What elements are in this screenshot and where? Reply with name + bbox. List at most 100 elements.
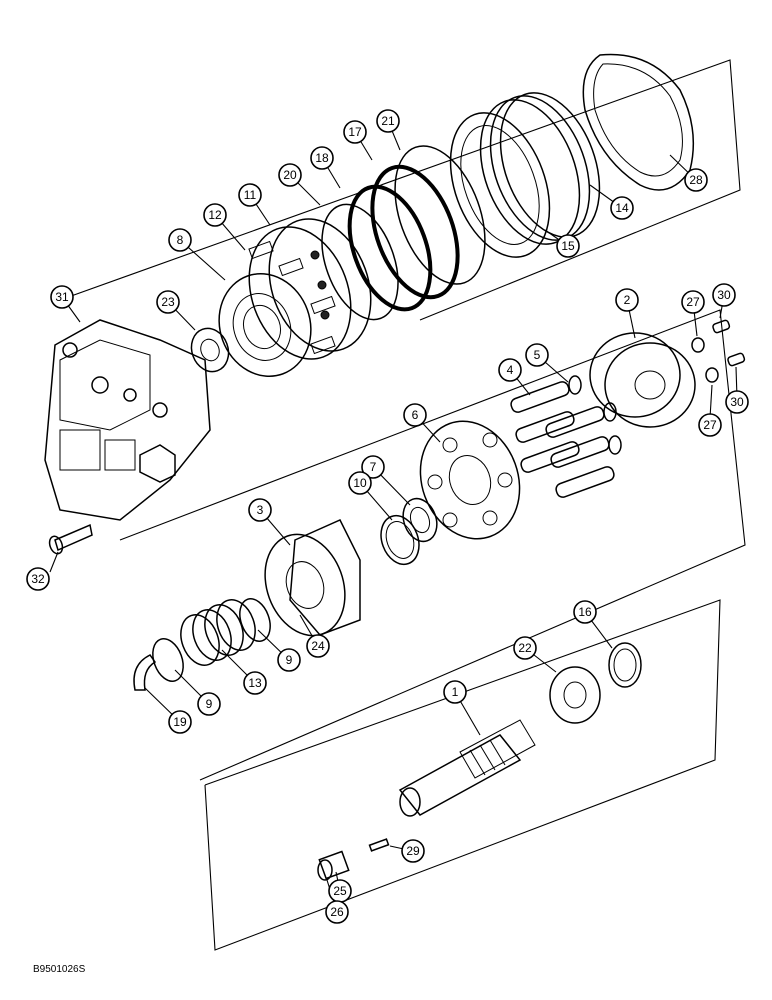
- callout-label: 29: [406, 844, 420, 858]
- callout-label: 19: [173, 715, 187, 729]
- callout: 19: [168, 710, 192, 734]
- callout-label: 15: [561, 239, 575, 253]
- callout-label: 26: [330, 905, 344, 919]
- figure-code: B9501026S: [33, 964, 86, 975]
- callout: 10: [348, 471, 372, 495]
- callout: 23: [156, 290, 180, 314]
- part-10-ring: [380, 514, 420, 566]
- callout: 25: [328, 879, 352, 903]
- callout-label: 24: [311, 639, 325, 653]
- part-6-retainer-plate: [419, 420, 521, 540]
- callout-label: 21: [381, 114, 395, 128]
- part-8-housing: [218, 273, 312, 377]
- callout-label: 32: [31, 572, 45, 586]
- callout: 32: [26, 567, 50, 591]
- callout-label: 8: [177, 233, 184, 247]
- part-9-washers: [152, 598, 271, 682]
- callout: 16: [573, 600, 597, 624]
- part-5-piston-shoes: [568, 375, 622, 455]
- callout-label: 20: [283, 168, 297, 182]
- part-12-springs: [248, 240, 336, 355]
- callout-label: 7: [370, 460, 377, 474]
- part-25-collar: [318, 850, 350, 880]
- callout-label: 27: [686, 295, 700, 309]
- part-27-shoe: [691, 337, 719, 383]
- callout: 30: [725, 390, 749, 414]
- part-11-piston: [248, 218, 372, 360]
- part-4-pistons: [510, 381, 615, 498]
- part-20-ring: [321, 203, 399, 321]
- callout: 6: [403, 403, 427, 427]
- callout-label: 25: [333, 884, 347, 898]
- part-22-bearing: [549, 666, 601, 724]
- callout: 26: [325, 900, 349, 924]
- part-17-o-ring: [370, 164, 460, 300]
- callout: 9: [277, 648, 301, 672]
- callout: 27: [698, 413, 722, 437]
- callout-label: 4: [507, 363, 514, 377]
- callout-label: 14: [615, 201, 629, 215]
- callout: 21: [376, 109, 400, 133]
- callout: 11: [238, 183, 262, 207]
- callout-label: 9: [286, 653, 293, 667]
- callout-label: 30: [730, 395, 744, 409]
- callout-label: 3: [257, 503, 264, 517]
- part-23-bearing: [190, 327, 230, 373]
- callout: 2: [615, 288, 639, 312]
- callout-label: 11: [244, 188, 257, 202]
- callout-label: 31: [55, 290, 69, 304]
- part-7-bearing: [402, 497, 438, 543]
- part-30-pin: [712, 319, 746, 367]
- callout-label: 2: [624, 293, 631, 307]
- callout: 1: [443, 680, 467, 704]
- callout: 30: [712, 283, 736, 307]
- part-3-cylinder-block: [264, 519, 361, 637]
- callout: 24: [306, 634, 330, 658]
- part-28-plate: [582, 53, 695, 191]
- part-16-seal: [608, 642, 642, 688]
- part-18-o-ring: [347, 184, 433, 312]
- callout-label: 27: [703, 418, 717, 432]
- callout-label: 10: [353, 476, 367, 490]
- callout-label: 18: [315, 151, 329, 165]
- part-15-separator-plates: [449, 112, 551, 258]
- part-32-plug: [48, 523, 93, 555]
- assembly-frame: [59, 59, 746, 951]
- callout-label: 28: [689, 173, 703, 187]
- callout-label: 30: [717, 288, 731, 302]
- callout: 13: [243, 671, 267, 695]
- part-1-shaft: [398, 719, 536, 817]
- part-26-cap: [317, 859, 333, 881]
- part-13-spring: [180, 599, 256, 666]
- callout-label: 5: [534, 348, 541, 362]
- callout-label: 22: [518, 641, 532, 655]
- callout: 8: [168, 228, 192, 252]
- part-31-motor-housing: [44, 319, 211, 521]
- callout-label: 6: [412, 408, 419, 422]
- callout-label: 9: [206, 697, 213, 711]
- callout: 7: [361, 455, 385, 479]
- callout: 15: [556, 234, 580, 258]
- callout: 14: [610, 196, 634, 220]
- part-29-pin: [368, 838, 390, 852]
- part-2-swash-plate: [589, 332, 696, 428]
- callout: 12: [203, 203, 227, 227]
- callout: 17: [343, 120, 367, 144]
- callout-label: 16: [578, 605, 592, 619]
- part-19-snap-ring: [133, 654, 157, 691]
- callout: 31: [50, 285, 74, 309]
- callout: 3: [248, 498, 272, 522]
- callout-label: 1: [452, 685, 459, 699]
- callout: 18: [310, 146, 334, 170]
- callout-label: 12: [208, 208, 222, 222]
- callout-label: 13: [248, 676, 262, 690]
- callout: 22: [513, 636, 537, 660]
- callout: 28: [684, 168, 708, 192]
- callout: 5: [525, 343, 549, 367]
- callout-label: 23: [161, 295, 175, 309]
- callout: 27: [681, 290, 705, 314]
- callout: 9: [197, 692, 221, 716]
- part-21-ring: [394, 145, 486, 285]
- callout: 20: [278, 163, 302, 187]
